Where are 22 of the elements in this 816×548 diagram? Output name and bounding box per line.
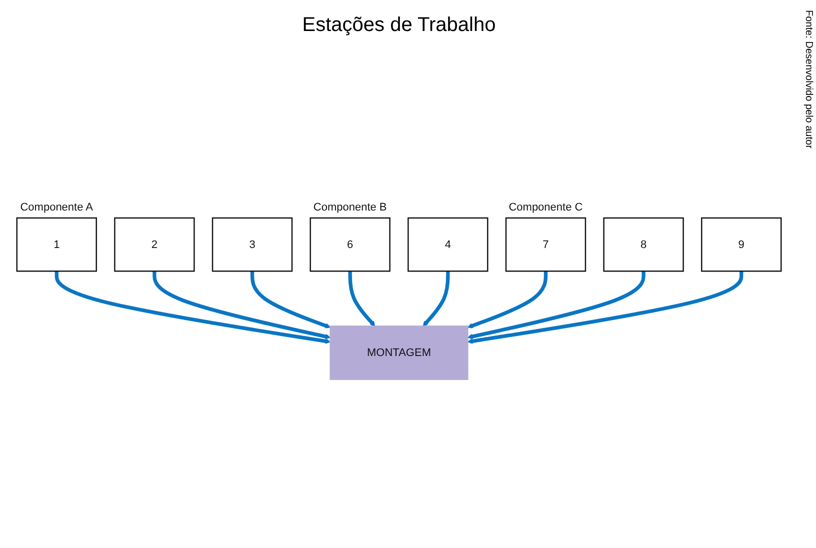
node-box: 4: [408, 217, 488, 272]
arrow: [422, 271, 450, 326]
node-box: 7: [505, 217, 586, 272]
arrow: [250, 271, 331, 328]
diagram-title: Estações de Trabalho: [302, 14, 496, 37]
node-box: 1: [16, 217, 97, 272]
arrow: [54, 271, 331, 344]
node-box: 9: [701, 217, 782, 272]
arrow: [348, 271, 376, 326]
node-box: MONTAGEM: [330, 326, 468, 380]
arrow: [467, 271, 646, 340]
source-note: Fonte: Desenvolvido pelo autor: [803, 10, 814, 148]
arrow: [152, 271, 331, 340]
component-label: Componente A: [20, 202, 94, 214]
node-box: 3: [212, 217, 293, 272]
arrow: [467, 271, 548, 328]
node-box: 2: [114, 217, 195, 272]
arrow: [467, 271, 744, 344]
node-box: 6: [310, 217, 390, 272]
component-label: Componente B: [313, 202, 387, 214]
node-box: 8: [603, 217, 684, 272]
component-label: Componente C: [508, 202, 583, 214]
